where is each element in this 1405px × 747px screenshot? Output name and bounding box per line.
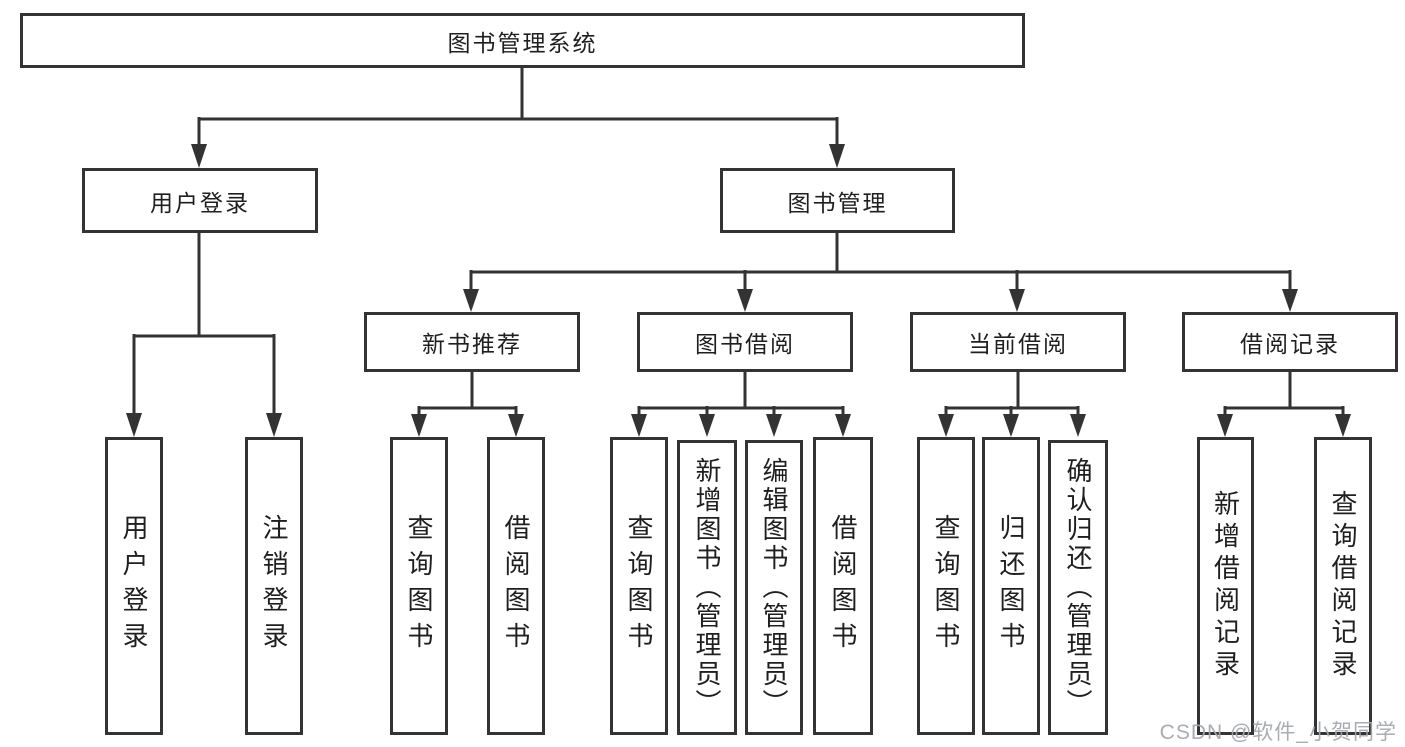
leaf-add-book-admin-label: 新增图书（管理员）: [692, 457, 722, 718]
leaf-borrow-books: 借阅图书: [813, 437, 873, 735]
node-new-book-recommend-label: 新书推荐: [422, 331, 522, 357]
node-user-login-label: 用户登录: [150, 189, 250, 216]
node-current-borrow: 当前借阅: [910, 312, 1126, 372]
edge-book-mgmt-children: [469, 233, 1292, 291]
leaf-user-login: 用户登录: [105, 437, 163, 735]
edge-book-borrow-children: [637, 372, 845, 417]
edge-borrow-record-children: [1223, 372, 1345, 417]
node-borrow-record: 借阅记录: [1182, 312, 1398, 372]
node-book-management: 图书管理: [720, 168, 955, 233]
leaf-current-query-books-label: 查询图书: [931, 514, 961, 658]
leaf-borrow-query-books: 查询图书: [610, 437, 668, 735]
arrowheads: [126, 144, 1351, 437]
leaf-query-borrow-record-label: 查询借阅记录: [1328, 490, 1358, 682]
leaf-user-login-label: 用户登录: [119, 514, 149, 658]
leaf-add-book-admin: 新增图书（管理员）: [677, 440, 737, 735]
edge-user-login-children: [132, 233, 276, 415]
leaf-current-query-books: 查询图书: [917, 437, 975, 735]
node-new-book-recommend: 新书推荐: [364, 312, 580, 372]
leaf-borrow-query-books-label: 查询图书: [624, 514, 654, 658]
leaf-confirm-return-admin-label: 确认归还（管理员）: [1063, 457, 1093, 718]
leaf-query-borrow-record: 查询借阅记录: [1314, 437, 1372, 735]
node-system-root-label: 图书管理系统: [447, 29, 598, 56]
node-current-borrow-label: 当前借阅: [968, 331, 1068, 357]
leaf-logout: 注销登录: [245, 437, 303, 735]
leaf-return-books-label: 归还图书: [996, 514, 1026, 658]
leaf-add-borrow-record-label: 新增借阅记录: [1210, 490, 1241, 682]
node-book-borrow: 图书借阅: [637, 312, 853, 372]
leaf-recommend-query-books-label: 查询图书: [404, 514, 434, 658]
node-book-borrow-label: 图书借阅: [695, 331, 795, 357]
leaf-recommend-borrow-books: 借阅图书: [487, 437, 545, 735]
node-borrow-record-label: 借阅记录: [1240, 331, 1340, 357]
edge-root-to-level2: [197, 66, 839, 146]
leaf-edit-book-admin: 编辑图书（管理员）: [745, 440, 803, 735]
leaf-recommend-query-books: 查询图书: [390, 437, 448, 735]
node-system-root: 图书管理系统: [20, 13, 1025, 68]
edge-new-book-rec-children: [417, 372, 518, 417]
leaf-borrow-books-label: 借阅图书: [828, 514, 858, 658]
leaf-confirm-return-admin: 确认归还（管理员）: [1048, 440, 1108, 735]
leaf-logout-label: 注销登录: [259, 514, 289, 658]
edge-current-borrow-children: [944, 372, 1080, 417]
leaf-return-books: 归还图书: [982, 437, 1040, 735]
leaf-add-borrow-record: 新增借阅记录: [1197, 437, 1254, 735]
node-user-login: 用户登录: [82, 168, 318, 233]
csdn-watermark: CSDN @软件_小贺同学: [1159, 721, 1397, 744]
leaf-edit-book-admin-label: 编辑图书（管理员）: [759, 457, 789, 718]
node-book-management-label: 图书管理: [787, 189, 888, 216]
leaf-recommend-borrow-books-label: 借阅图书: [501, 514, 531, 658]
